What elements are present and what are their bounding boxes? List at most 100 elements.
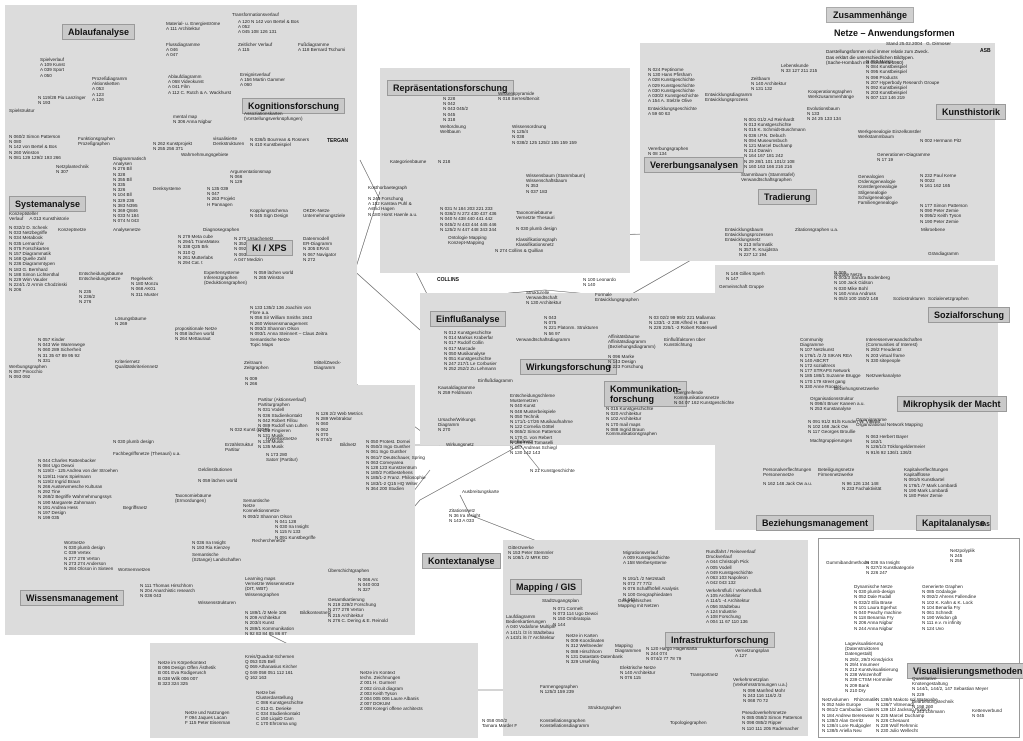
node-wortnemnetzen: Wortnemnetzen — [118, 567, 151, 572]
node-learning-maps: Learning maps Vernetzte Wissensnetze (DI… — [245, 576, 295, 597]
node-verkehrsnetzplan: Verkehrsnetzplan (Verkehrsströmungen u.a… — [733, 677, 788, 688]
node-kapitalverflechtungen: Kapitalverflechtungen Kapitalflüsse N 09… — [904, 467, 958, 499]
node-n-96-126: N 96 126 134 148 N 233 Fachaktivität — [842, 481, 882, 492]
title-visualisierungsmethoden: Visualisierungsmethoden — [907, 663, 1023, 679]
node-gesamtkartierung: Gesamtkartierung N 219 229/2 Forschung N… — [328, 597, 388, 623]
node-n-232: N 232 Paul Kerne N 0022 N 161 162 165 — [920, 173, 957, 189]
node-n-191: N 191/1 /2 Netzstadt N 072 77 77/2 N 076… — [623, 576, 679, 602]
node-loesungsbaeume: Lösungsbäume N 269 — [115, 316, 147, 327]
title-einflussanalyse: Einflußanalyse — [430, 311, 506, 327]
node-wortnetze: Wortnetze N 030 plumb design C 039 Verte… — [64, 540, 114, 572]
node-n-005-sozial: N 005 N 003/3 Sandra Bodenberg N 100 Jac… — [834, 270, 890, 302]
region-kunsthistorik — [640, 43, 995, 261]
node-uebergreifende: Übergreifende Kommunikationsnetze N 04 0… — [674, 390, 735, 406]
title-repraesentationsforschung: Repräsentationsforschung — [387, 80, 514, 96]
node-begriffsnetz: Begriffsnetz — [123, 505, 148, 510]
title-ki-xps: KI / XPS — [246, 240, 293, 256]
node-kritiernetz: Kriteriernetz Qualitätskriteriennetz — [115, 359, 159, 370]
region-visualisierung — [818, 538, 1020, 738]
node-material-energiestroeme: Material- u. Energieströme A 111 Archite… — [166, 21, 221, 32]
node-n-001: N 001 01/2 Ad Reinhardt N 013 Kunstgesch… — [744, 117, 806, 169]
node-entwicklungsdiagramm: Entwicklungsdiagramm Entwicklungsprozess — [705, 92, 753, 103]
node-rechercheneetze: Recherchenetze — [252, 538, 286, 543]
node-semantische-landschaften: Semantische (Sztange) Landschaften — [192, 552, 241, 563]
node-bearbeitungstechnik: Bearbeitungstechnik N 198 260 N 243 Luhm… — [912, 699, 954, 715]
node-migrationsverlauf: Migrationsverlauf A 009 Kunstgeschichte … — [623, 550, 670, 566]
node-bildkontextnetz: Bildkontextnetz — [300, 610, 332, 615]
node-n-059: N 059 lächen world N 265 Winston — [254, 270, 294, 281]
page-title: Netze – Anwendungsformen — [834, 28, 955, 38]
node-fachbegriffsnetze: Fachbegriffsnetze (Thesauri) u.a. — [113, 451, 181, 456]
node-entscheidungsbaeume: Entscheidungsbäume Entscheidungsnetze — [79, 271, 124, 282]
region-bottom-netze — [150, 643, 478, 738]
node-kommunikationsgraphen: Kommunikationsgraphen — [606, 431, 657, 436]
node-n-100-leonardo: N 100 Leonardo N 140 — [583, 277, 616, 288]
node-transportnetz: Transportnetz — [690, 672, 719, 677]
node-n-133: N 133 135/2 136 Joachim von Flore a.a. N… — [250, 305, 328, 337]
node-graendiagramm: Grändiagramm — [928, 251, 959, 256]
node-n-213: N 213 Informatik N 357 R. Kruijdstra N 2… — [739, 242, 778, 258]
node-konzeptsteller: Konzeptsteller Verlauf A 013 Kunsthistor… — [9, 211, 70, 222]
node-n-119: N 119/28 Pia Lanzinger N 193 — [38, 95, 86, 106]
title-beziehungsmanagement: Beziehungsmanagement — [756, 515, 875, 531]
node-n-058: N 058 050/2 Tamara Marder F — [482, 718, 518, 729]
node-vererbungsgraphen: Vererbungsgraphen N 08 134 — [648, 146, 689, 157]
connector-line — [419, 444, 521, 501]
node-ursache-wirkung: Ursache/Wirkungs Diagramm N 270 — [438, 417, 476, 433]
node-n-138: N 138/6 Makoto sol Watanabe N 136/7 Vitm… — [876, 697, 938, 734]
node-topologiegraphen: Topologiegraphen — [670, 720, 707, 725]
node-n-138-kettennetz: Kettenverbund N 045 — [972, 708, 1002, 719]
node-verkehrsfluss: Verkehrsfluß / Verkehrsfluß A 105 Archit… — [706, 588, 762, 625]
node-n-177: N 177 Simon Patterson N 090 Peter Zemie … — [920, 203, 968, 224]
node-n-032-kunst: N 032 Kunst (DDR) — [230, 427, 270, 432]
node-kosthorbaetegraph: Kosthorbaetegraph — [368, 185, 408, 190]
header-note: Darstellungsformen sind immer relativ zu… — [826, 49, 929, 66]
node-netzwerkanalyse: Netzwerkanalyse — [866, 373, 901, 378]
node-semantische-netze-top: Semantische Netze Topic Maps — [250, 337, 290, 348]
node-netze-koerperkontext: Netze im Körperkontext B 096 Design Offe… — [158, 660, 216, 686]
node-zeitlicher-verlauf: Zeitlicher Verlauf A 115 — [238, 42, 273, 53]
node-kausaldiagramme: Kausaldiagramme N 259 Feldmann — [438, 385, 476, 396]
node-assoziationskarten: Assoziationskarten (Vorstellungsverknüpf… — [244, 111, 303, 122]
node-mittel-zweck: Mittel/Zweck- Diagramm — [314, 360, 342, 371]
tag-asb: ASB — [980, 48, 991, 54]
header: Zusammenhänge Netze – Anwendungsformen S… — [826, 5, 1018, 65]
node-kopplungsschema: Kopplungsschema N 045 Sign Design — [250, 208, 289, 219]
node-n-218: N 218 — [438, 159, 451, 164]
node-n-036-vis: N 036 Ira Insight N 027/2 Kunstkategorie… — [866, 560, 915, 576]
header-subtitle: Stand 25.02.2004 G. Dirmoser — [886, 41, 951, 46]
node-klassifikationsgraph: Klassifikationsgraph Klassifikationsnetz — [516, 237, 557, 248]
node-personalverflechtungen: Personalverflechtungen Personennetze — [763, 467, 812, 478]
node-n-03-02: N 03 02/2 99 99/2 221 Mallamax N 133/1 -… — [649, 315, 718, 331]
node-gemeinschaft: Gemeinschaft Gruppe — [719, 284, 764, 289]
node-ueberschichtgraphen: Überschichtgraphen — [328, 568, 370, 573]
node-interessen: Interessenverwandschaften (Communities o… — [866, 337, 923, 363]
title-kontextanalyse: Kontextanalyse — [422, 553, 501, 569]
node-soziostrukturen: Soziostrukturen — [893, 296, 925, 301]
node-wirkungsnetz: Wirkungsnetz — [446, 442, 474, 447]
node-lauflinggramm: Laufdiagramm Bedienkartierungen A 040 Vo… — [506, 614, 556, 640]
node-mental-map: mental map N 306 Anna Nigbur — [173, 114, 212, 125]
node-erzaehlstruktur: Erzählstruktur Partitur — [225, 442, 254, 453]
node-netze-in-karten: Netze in Karten N 009 Koordinaten N 312 … — [566, 633, 623, 665]
header-section: Zusammenhänge — [826, 7, 915, 23]
node-n-274: N 274 Collins & Quillian — [495, 248, 544, 253]
node-denksysteme: Denksysteme — [153, 186, 181, 191]
node-dynamische-netze: Dynamische Netze N 030 plumb-design N 05… — [854, 584, 902, 631]
node-bildnetz: Bildnetz — [340, 442, 357, 447]
node-mikroebene: Mikroebene — [921, 227, 946, 232]
node-ausbreitung: Ausbreitungskarte — [462, 489, 500, 494]
region-top-left — [5, 5, 357, 385]
node-einflussdiagramm: Einflußdiagramm — [478, 378, 513, 383]
node-n-096: N 096 Marke N 143 Design N 223 Forschung — [608, 354, 644, 370]
node-n-044: N 044 Charles Rattenbacker N 084 Ugo Dew… — [38, 458, 118, 521]
node-funktionsgraphen: Funktionsgraphen Prozeßgraphen — [78, 136, 115, 147]
node-strukturelle-verwandtschaft: Strukturelle Verwandtschaft N 130 Archit… — [526, 290, 562, 306]
node-netzplantechnik: Netzplantechnik N 307 — [56, 164, 89, 175]
node-n-111: N 111 Thomas Hirschhorn N 204 Anarchisti… — [140, 583, 195, 599]
node-soziale-netze: Soziale Netze — [834, 272, 863, 277]
node-beteiligungsnetze: Beteiligungsnetze Firmennetzwerke — [818, 467, 855, 478]
node-n-057: N 057 Kinder N 043 Wie Warenwege N 060 2… — [38, 337, 86, 363]
node-regelwerk: Regelwerk N 180 Monzu N 068 AK01 N 311 M… — [131, 276, 159, 297]
node-community: Community Diagramme N 107 Netzkunst N 17… — [800, 337, 861, 389]
